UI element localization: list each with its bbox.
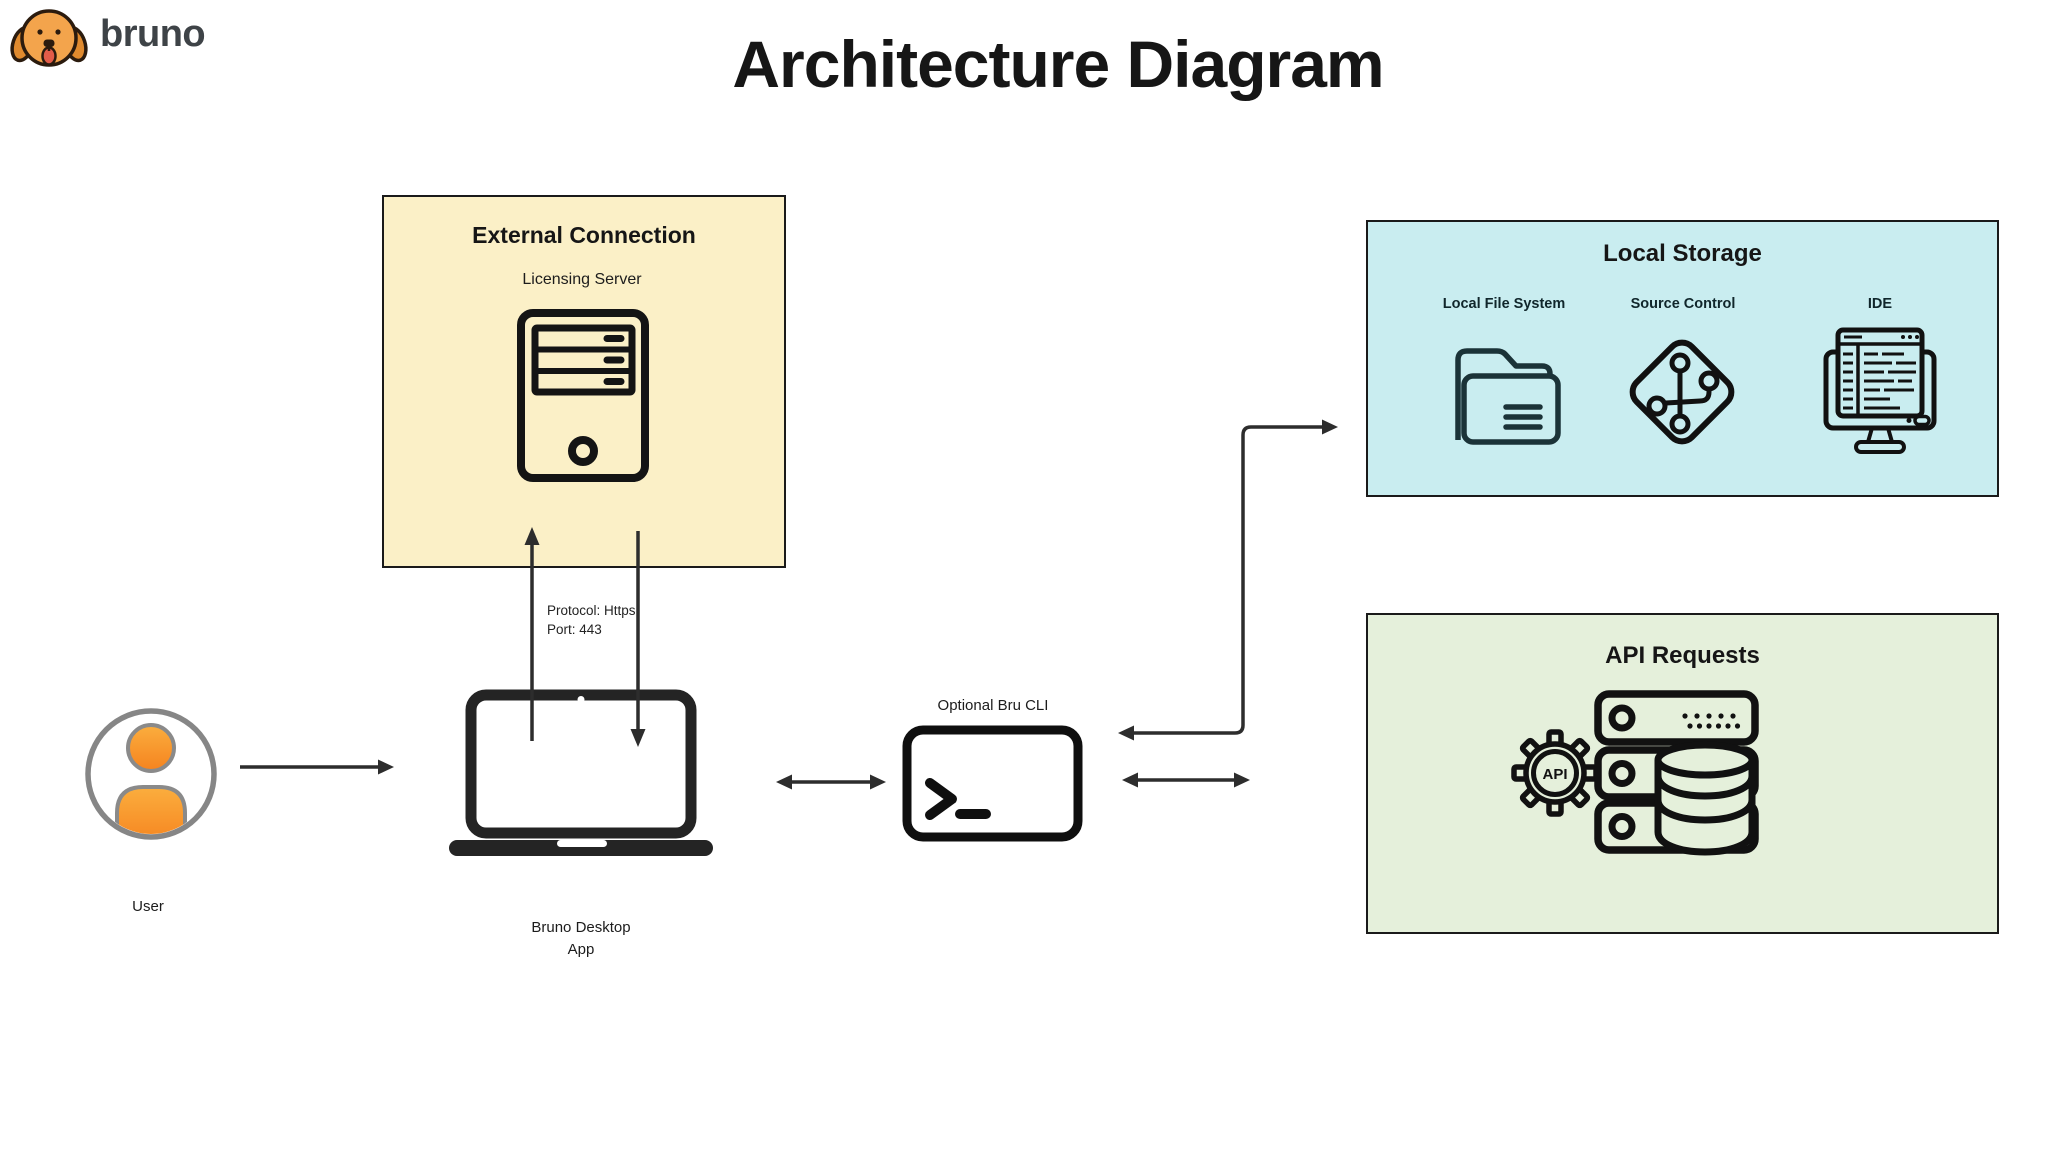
ide-monitor-icon — [1823, 327, 1937, 454]
user-label: User — [132, 898, 164, 915]
user-avatar-icon — [85, 708, 217, 840]
arrow-desktop-cli-bidirectional — [776, 774, 886, 790]
protocol-line: Protocol: Https — [547, 603, 636, 618]
desktop-app-label-line1: Bruno Desktop — [531, 919, 631, 936]
arrow-cli-local-storage-elbow — [1118, 419, 1338, 741]
laptop-icon — [449, 689, 713, 856]
arrow-user-to-desktop — [240, 759, 394, 775]
ide-label: IDE — [1867, 296, 1893, 312]
arrow-licensing-server-to-desktop — [630, 531, 646, 747]
arrow-cli-api-bidirectional — [1122, 772, 1250, 788]
bruno-dog-icon — [10, 9, 88, 67]
page-title: Architecture Diagram — [732, 27, 1384, 101]
desktop-app-label: Bruno Desktop App — [481, 917, 681, 961]
database-icon — [1654, 741, 1756, 856]
api-requests-title: API Requests — [1605, 642, 1760, 669]
local-file-system-label: Local File System — [1442, 296, 1566, 312]
folder-icon — [1455, 348, 1561, 445]
external-connection-title: External Connection — [472, 222, 696, 248]
port-line: Port: 443 — [547, 622, 602, 637]
api-gear-icon: API — [1511, 729, 1599, 817]
brand-name: bruno — [100, 13, 206, 55]
terminal-icon — [902, 725, 1083, 842]
local-storage-title: Local Storage — [1603, 240, 1762, 267]
api-gear-label: API — [1542, 766, 1567, 783]
git-branch-icon — [1629, 339, 1735, 445]
licensing-server-label: Licensing Server — [522, 271, 642, 288]
cli-label: Optional Bru CLI — [937, 697, 1049, 714]
desktop-app-label-line2: App — [567, 941, 595, 958]
source-control-label: Source Control — [1630, 296, 1736, 312]
arrow-desktop-to-licensing-server — [524, 527, 540, 741]
licensing-server-icon — [517, 309, 649, 482]
external-connection-box — [382, 195, 786, 568]
protocol-port-label: Protocol: Https Port: 443 — [547, 601, 636, 639]
